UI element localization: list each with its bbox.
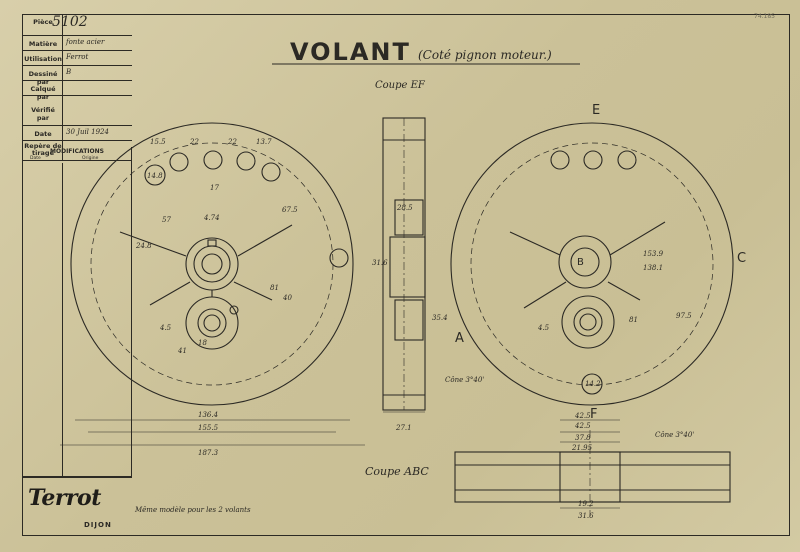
title-label: Vérifié par: [31, 106, 55, 122]
dim-text: 153.9: [643, 250, 664, 258]
dim-text: 24.8: [135, 242, 152, 250]
letter-b: B: [577, 257, 584, 268]
dim-text: 22: [227, 138, 237, 146]
dim-text: 42.5: [574, 422, 591, 430]
modifications-origin-label: Origine: [82, 156, 99, 161]
title-row-repere: Repère de tirage: [22, 141, 132, 161]
title-value: fonte acier: [66, 38, 105, 46]
dim-text: 27.1: [395, 424, 412, 432]
drawing-subtitle: (Coté pignon moteur.): [418, 48, 552, 62]
dim-text: 138.1: [643, 264, 663, 272]
dim-text: 37.8: [575, 434, 591, 442]
letter-f: F: [590, 407, 597, 422]
dim-text: 136.4: [198, 411, 218, 419]
dim-text: Cône 3°40': [445, 376, 484, 384]
title-label: Utilisation: [24, 55, 62, 63]
dim-text: 42.5: [574, 412, 591, 420]
title-row-date: Date 30 Juil 1924: [22, 126, 132, 141]
modifications-title: MODIFICATIONS: [50, 148, 104, 155]
title-label: Pièce: [33, 18, 53, 26]
title-label: Matière: [28, 40, 58, 48]
modifications-date-label: Date: [30, 156, 41, 161]
title-label: Repère de tirage: [24, 142, 62, 157]
dim-text: 17: [210, 184, 219, 192]
dim-text: Cône 3°40': [655, 431, 694, 439]
sheet-border: [22, 14, 790, 536]
title-label: Calqué par: [30, 85, 56, 101]
piece-number: 5102: [52, 14, 88, 30]
dim-text: 81: [270, 284, 279, 292]
dim-text: 31.6: [372, 259, 388, 267]
letter-e: E: [592, 103, 600, 118]
dim-text: 14.2: [585, 380, 601, 388]
dim-text: 22: [189, 138, 199, 146]
letter-a: A: [455, 331, 464, 346]
dim-text: 13.7: [256, 138, 272, 146]
dim-text: 57: [162, 216, 171, 224]
title-label: Date: [34, 130, 52, 138]
dim-text: 18: [198, 339, 207, 347]
left-flywheel-view: [70, 122, 354, 406]
title-row-verifie: Vérifié par: [22, 96, 132, 126]
dim-text: 4.74: [203, 214, 220, 222]
title-row-piece: Pièce: [22, 14, 132, 36]
dim-text: 35.4: [432, 314, 448, 322]
dim-text: 21.95: [571, 444, 593, 452]
title-row-utilisation: Utilisation Ferrot: [22, 51, 132, 66]
title-value: 30 Juil 1924: [66, 128, 109, 136]
dim-text: 15.5: [150, 138, 166, 146]
corner-reference: 74.185: [754, 13, 775, 20]
logo-city: DIJON: [84, 521, 112, 529]
letter-c: C: [737, 251, 746, 266]
title-value: B: [66, 68, 72, 76]
dim-text: 81: [629, 316, 638, 324]
section-ef-label: Coupe EF: [375, 80, 426, 91]
dim-text: 4.5: [537, 324, 550, 332]
title-block: Pièce Matière fonte acier Utilisation Fe…: [22, 14, 132, 174]
terrot-logo: Terrot: [28, 485, 101, 511]
title-row-matiere: Matière fonte acier: [22, 36, 132, 51]
title-value: Ferrot: [66, 53, 89, 61]
title-row-dessine: Dessiné par B: [22, 66, 132, 86]
dim-text: 97.5: [676, 312, 692, 320]
section-ef-view: [382, 117, 426, 411]
dim-text: 155.5: [198, 424, 219, 432]
dim-text: 19.2: [578, 500, 594, 508]
dim-text: 28.5: [396, 204, 413, 212]
drawing-title: VOLANT: [290, 38, 411, 66]
title-row-calque: Calqué par: [22, 81, 132, 101]
dim-text: 40: [282, 294, 292, 302]
right-flywheel-view: [450, 122, 734, 406]
dim-text: 31.6: [578, 512, 594, 520]
logo-block: Terrot DIJON: [22, 477, 132, 537]
dim-text: 67.5: [282, 206, 298, 214]
dim-text: 4.5: [159, 324, 172, 332]
dim-text: 41: [177, 347, 187, 355]
title-label: Dessiné par: [28, 70, 58, 86]
dim-text: 187.3: [198, 449, 219, 457]
section-abc-label: Coupe ABC: [365, 465, 429, 478]
note-bottom: Même modèle pour les 2 volants: [134, 506, 251, 514]
dim-text: 14.8: [147, 172, 163, 180]
modifications-area: MODIFICATIONS Date Origine: [22, 147, 132, 477]
section-abc-view: [454, 430, 731, 515]
